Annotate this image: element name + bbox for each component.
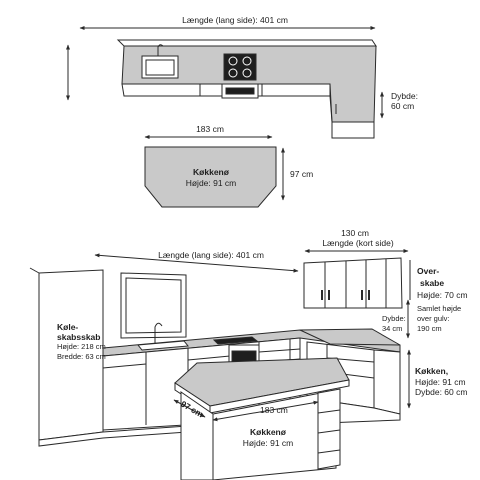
short-width-label: 130 cm [341,228,369,238]
fridge-height: Højde: 218 cm [57,342,106,351]
island-top-depth-label: 97 cm [290,169,314,179]
upper-height: Højde: 70 cm [417,290,468,300]
faucet-icon [157,44,164,56]
top-length-label: Længde (lang side): 401 cm [182,15,288,25]
front-cooktop [212,336,259,345]
upper-total-3: 190 cm [417,324,442,333]
front-view [29,249,411,480]
upper-depth-1: Dybde: [382,314,406,323]
island-front-depth-dimension [173,399,206,418]
island-front-width-dimension [212,400,319,422]
upper-depth-2: 34 cm [382,324,403,333]
upper-total-2: over gulv: [417,314,450,323]
top-view [66,26,384,139]
island-front-width-label: 183 cm [260,405,288,415]
upper-title-1: Over- [417,266,440,276]
island-top-name: Køkkenø [193,167,229,177]
kitchen-depth: Dybde: 60 cm [415,387,468,397]
cooktop [223,53,257,81]
short-side-countertop [299,328,401,346]
island-top-height: Højde: 91 cm [185,178,237,188]
kitchen-title: Køkken, [415,366,449,376]
top-depth-value: 60 cm [391,101,415,111]
island-shelf [317,388,341,470]
fridge-title-1: Køle- [57,322,79,332]
top-back-wall [116,39,377,47]
upper-cabinets [303,257,403,309]
front-length-dimension [94,253,299,273]
front-sink [137,340,189,351]
island-front-name: Køkkenø [250,427,286,437]
upper-title-2: skabe [420,278,445,288]
kitchen-height: Højde: 91 cm [415,377,466,387]
front-faucet-icon [154,322,163,343]
fridge-title-2: skabsskab [57,332,101,342]
island-front-height: Højde: 91 cm [242,438,294,448]
top-depth-label: Dybde: [391,91,418,101]
fridge-width: Bredde: 63 cm [57,352,106,361]
top-short-side-front [331,121,375,139]
island-top-view [144,135,285,208]
island-top-shape [144,146,277,208]
front-length-label: Længde (lang side): 401 cm [158,250,264,260]
upper-total-1: Samlet højde [417,304,462,313]
island-top-width-label: 183 cm [196,124,224,134]
short-side-label: Længde (kort side) [322,238,394,248]
